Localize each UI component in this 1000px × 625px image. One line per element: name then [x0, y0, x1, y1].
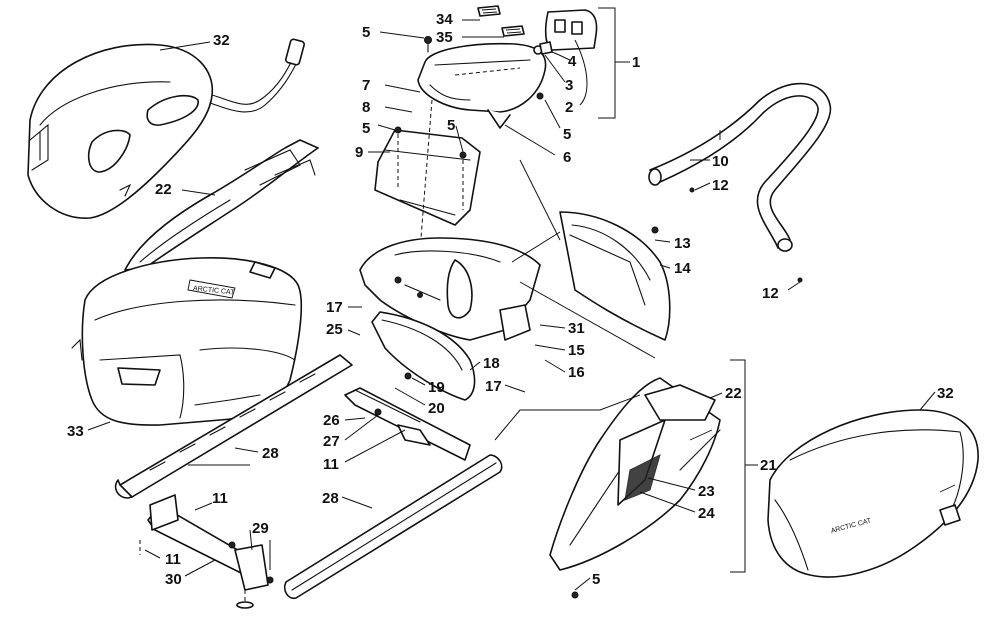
- leader-lines: [87, 7, 936, 591]
- callout-26: 26: [323, 412, 340, 429]
- callout-20: 20: [428, 400, 445, 417]
- callout-24: 24: [698, 505, 715, 522]
- left-saddle-bag: [27, 38, 305, 219]
- callout-11: 11: [323, 456, 339, 473]
- callout-5: 5: [563, 126, 571, 143]
- callout-30: 30: [165, 571, 182, 588]
- seat-logo: ARCTIC CAT: [193, 285, 236, 296]
- callout-5: 5: [362, 120, 370, 137]
- callout-3: 3: [565, 77, 573, 94]
- callout-34: 34: [436, 11, 453, 28]
- callout-6: 6: [563, 149, 571, 166]
- callout-29: 29: [252, 520, 269, 537]
- light-bracket: [374, 99, 481, 251]
- callout-18: 18: [483, 355, 500, 372]
- callout-11: 11: [165, 551, 181, 568]
- rail-upper: [114, 354, 353, 499]
- callout-16: 16: [568, 364, 585, 381]
- callout-32: 32: [213, 32, 230, 49]
- callout-11: 11: [212, 490, 228, 507]
- callout-5: 5: [447, 117, 455, 134]
- callout-17: 17: [326, 299, 343, 316]
- callout-7: 7: [362, 77, 370, 94]
- callout-23: 23: [698, 483, 715, 500]
- callout-labels: 34 35 1 5 4 3 2 7 8 5 5 9 5 6 32 22 10 1…: [67, 11, 954, 588]
- callout-5: 5: [592, 571, 600, 588]
- tail-light-assembly: [417, 5, 598, 129]
- callout-12: 12: [762, 285, 779, 302]
- reflector-panel: [559, 211, 671, 341]
- callout-2: 2: [565, 99, 573, 116]
- callout-32: 32: [937, 385, 954, 402]
- mount-bracket: [344, 387, 471, 461]
- callout-28: 28: [262, 445, 279, 462]
- rear-flap: [359, 237, 541, 341]
- callout-25: 25: [326, 321, 343, 338]
- rail-lower: [283, 454, 503, 600]
- callout-15: 15: [568, 342, 585, 359]
- callout-5: 5: [362, 24, 370, 41]
- grab-handle: [648, 82, 832, 283]
- callout-27: 27: [323, 433, 340, 450]
- callout-28: 28: [322, 490, 339, 507]
- callout-1: 1: [632, 54, 640, 71]
- callout-17: 17: [485, 378, 502, 395]
- callout-9: 9: [355, 144, 363, 161]
- right-saddle-bag: ARCTIC CAT: [767, 409, 979, 578]
- callout-33: 33: [67, 423, 84, 440]
- callout-31: 31: [568, 320, 585, 337]
- callout-10: 10: [712, 153, 729, 170]
- right-side-panel: [549, 377, 721, 599]
- callout-14: 14: [674, 260, 691, 277]
- callout-19: 19: [428, 379, 445, 396]
- callout-13: 13: [674, 235, 691, 252]
- callout-22: 22: [725, 385, 742, 402]
- callout-22: 22: [155, 181, 172, 198]
- callout-35: 35: [436, 29, 453, 46]
- callout-4: 4: [568, 53, 577, 70]
- seat: ARCTIC CAT: [71, 256, 303, 426]
- callout-21: 21: [760, 457, 777, 474]
- callout-12: 12: [712, 177, 729, 194]
- callout-8: 8: [362, 99, 370, 116]
- lower-panel: [371, 311, 476, 401]
- left-side-panel: [124, 139, 319, 271]
- hitch-bracket: [139, 494, 274, 609]
